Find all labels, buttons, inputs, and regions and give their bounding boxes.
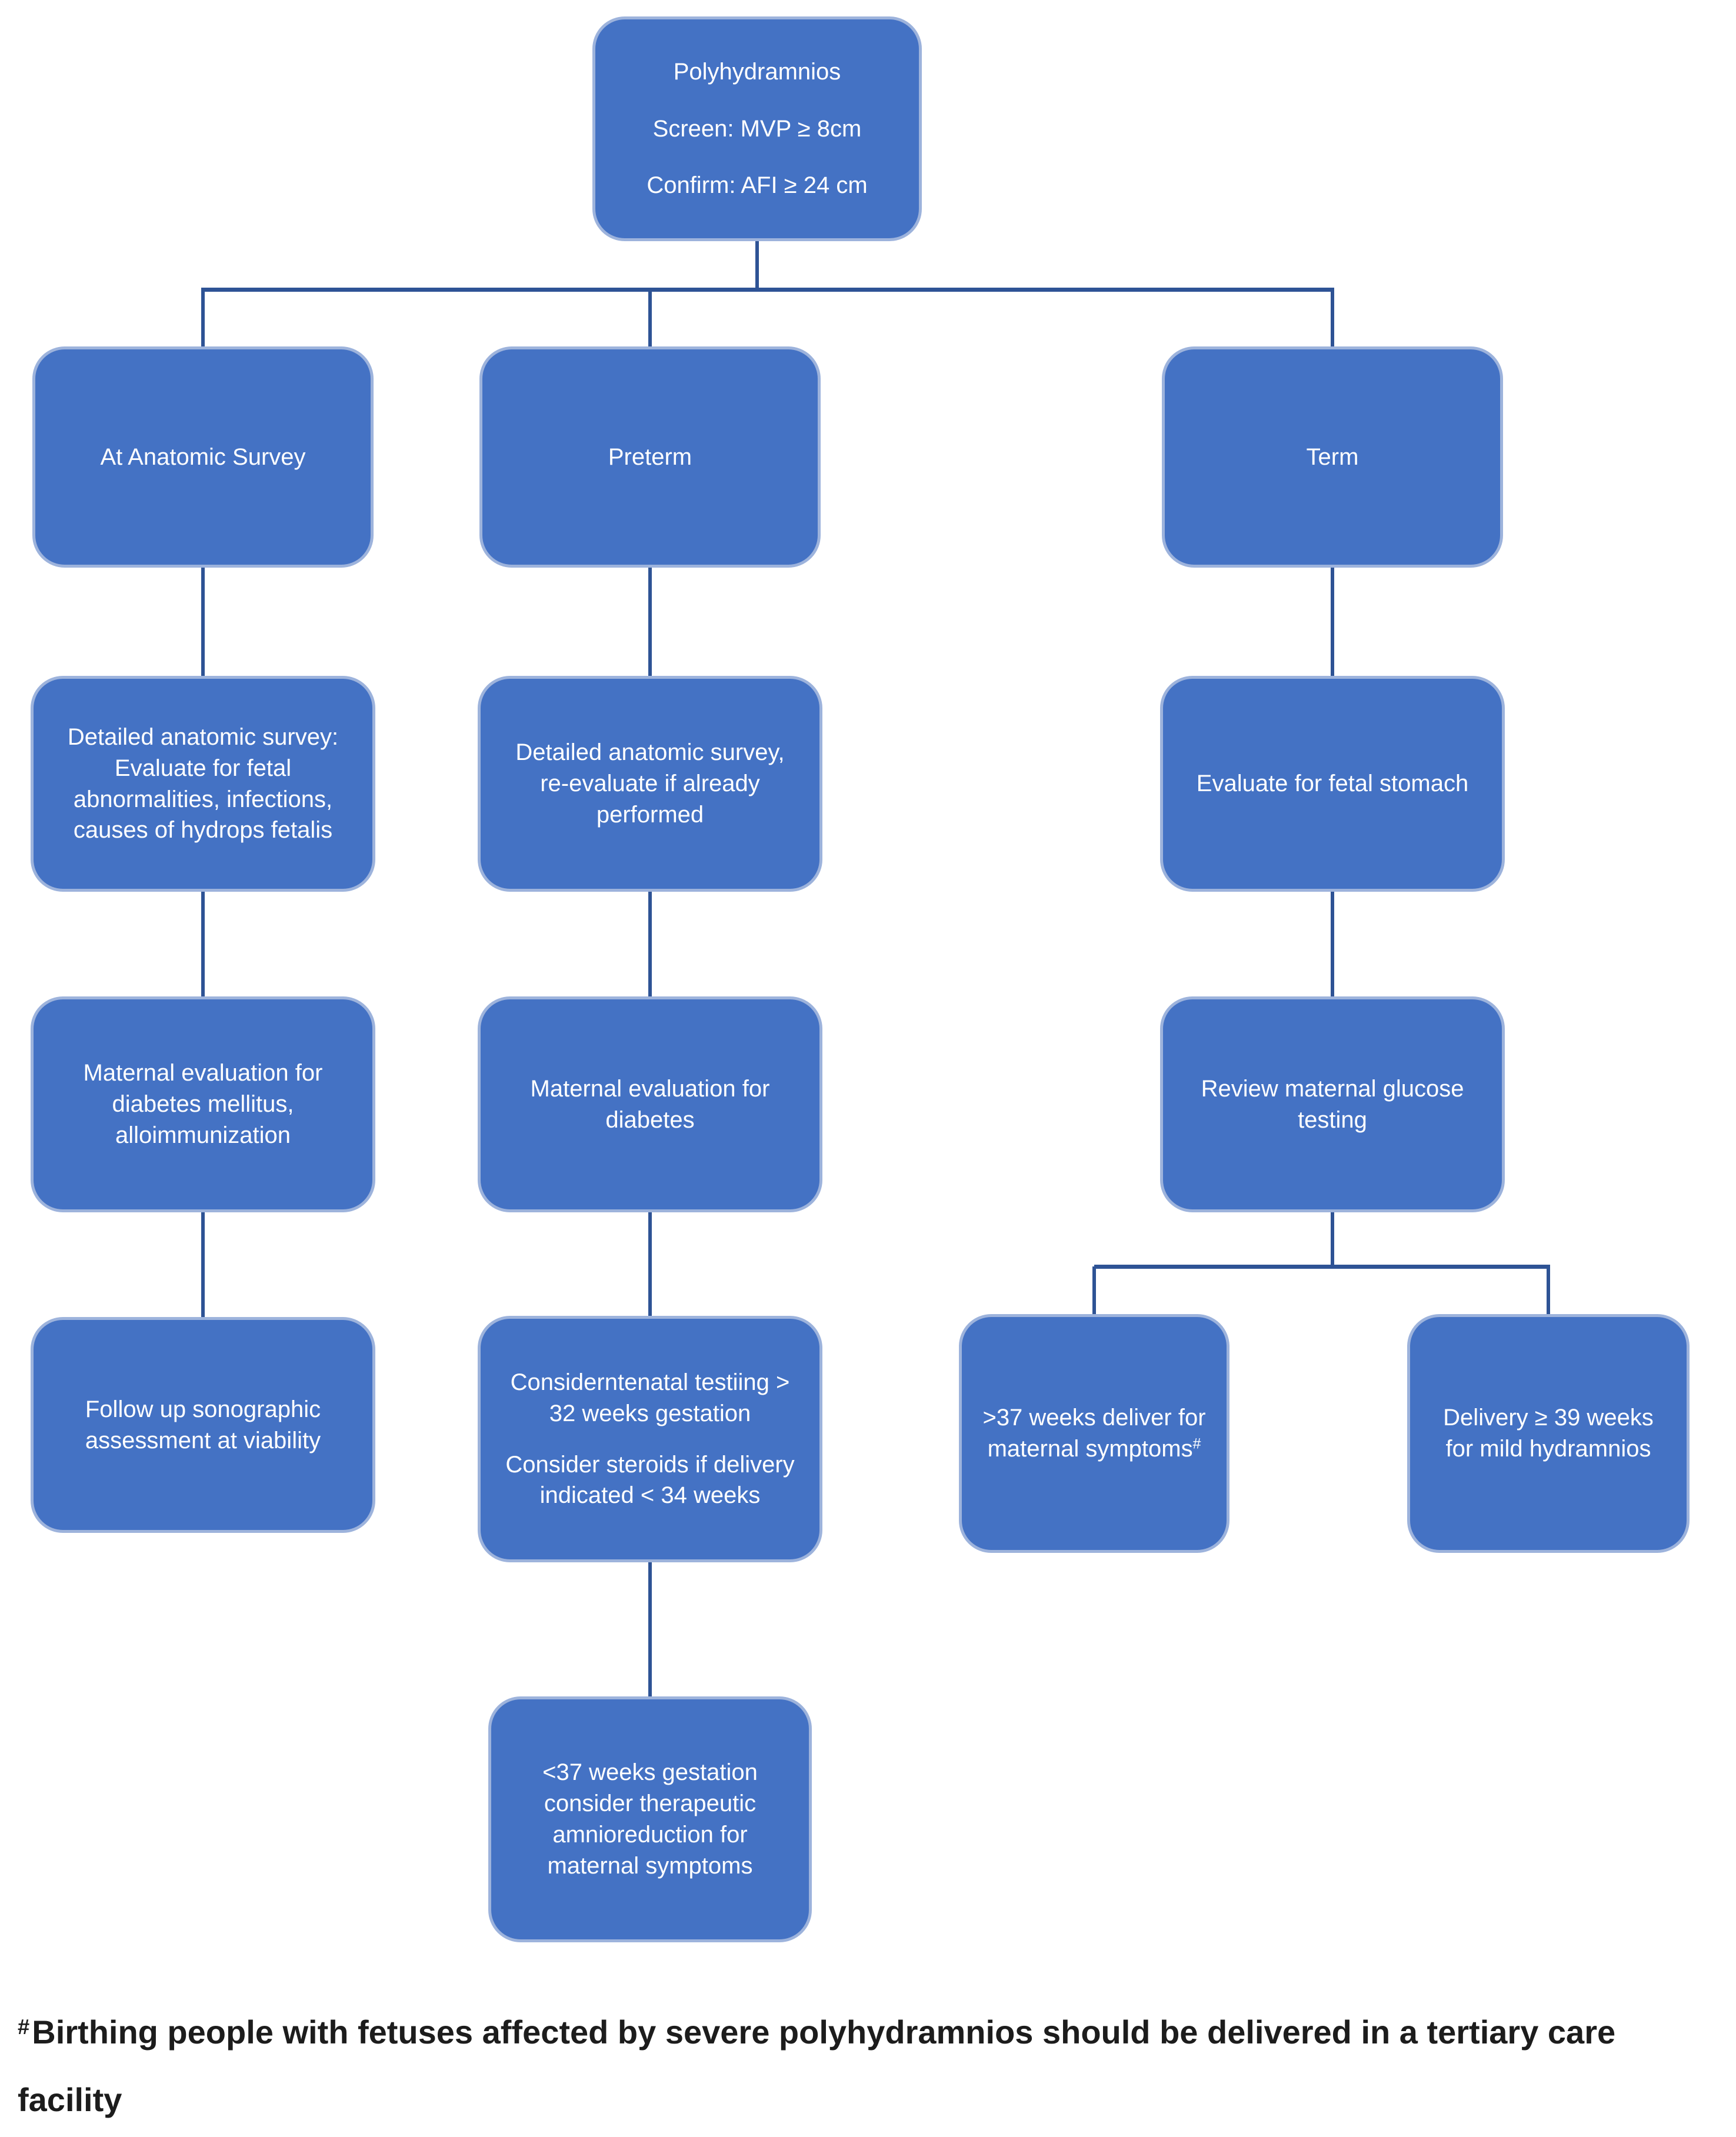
connector-term-stub — [1331, 1212, 1334, 1266]
preterm-antenatal-testing-text: Considerntenatal testiing > 32 weeks ges… — [510, 1369, 790, 1426]
connector-term-1 — [1331, 566, 1334, 676]
term-delivery-39-weeks-text: Delivery ≥ 39 weeks for mild hydramnios — [1443, 1405, 1654, 1462]
root-title: Polyhydramnios — [673, 58, 841, 85]
anatomic-maternal-evaluation-text: Maternal evaluation for diabetes mellitu… — [83, 1060, 323, 1148]
preterm-amnioreduction-text: <37 weeks gestation consider therapeutic… — [542, 1759, 758, 1879]
node-polyhydramnios: Polyhydramnios Screen: MVP ≥ 8cm Confirm… — [592, 16, 922, 241]
footnote-marker: # — [18, 2014, 30, 2039]
connector-drop-anatomic — [201, 289, 205, 346]
connector-preterm-1 — [648, 566, 652, 676]
connector-preterm-2 — [648, 892, 652, 996]
node-preterm-detailed-survey: Detailed anatomic survey, re-evaluate if… — [478, 676, 822, 892]
root-screen-criterion: Screen: MVP ≥ 8cm — [652, 115, 862, 142]
anatomic-header-label: At Anatomic Survey — [100, 444, 306, 470]
connector-branch-line-term — [1094, 1265, 1550, 1269]
node-term-glucose-testing: Review maternal glucose testing — [1160, 996, 1505, 1212]
term-glucose-testing-text: Review maternal glucose testing — [1201, 1075, 1464, 1133]
term-deliver-37-weeks-text: >37 weeks deliver for maternal symptoms — [982, 1405, 1206, 1462]
preterm-header-label: Preterm — [608, 444, 692, 470]
connector-term-2 — [1331, 892, 1334, 996]
node-preterm-maternal-evaluation: Maternal evaluation for diabetes — [478, 996, 822, 1212]
connector-root-stem — [755, 240, 759, 291]
connector-anatomic-3 — [201, 1212, 205, 1317]
node-at-anatomic-survey: At Anatomic Survey — [32, 346, 374, 568]
footnote: #Birthing people with fetuses affected b… — [18, 1999, 1724, 2134]
node-term: Term — [1162, 346, 1503, 568]
connector-drop-term — [1331, 289, 1334, 346]
preterm-steroids-text: Consider steroids if delivery indicated … — [505, 1451, 795, 1509]
node-anatomic-detailed-survey: Detailed anatomic survey: Evaluate for f… — [31, 676, 375, 892]
anatomic-detailed-survey-text: Detailed anatomic survey: Evaluate for f… — [67, 724, 339, 844]
term-fetal-stomach-text: Evaluate for fetal stomach — [1196, 771, 1469, 797]
connector-drop-term-left — [1092, 1266, 1096, 1314]
node-preterm-amnioreduction: <37 weeks gestation consider therapeutic… — [488, 1696, 812, 1942]
connector-preterm-3 — [648, 1212, 652, 1317]
connector-drop-term-right — [1547, 1266, 1550, 1314]
anatomic-followup-text: Follow up sonographic assessment at viab… — [85, 1396, 321, 1453]
connector-drop-preterm — [648, 289, 652, 346]
connector-anatomic-1 — [201, 566, 205, 676]
node-anatomic-maternal-evaluation: Maternal evaluation for diabetes mellitu… — [31, 996, 375, 1212]
footnote-text: Birthing people with fetuses affected by… — [18, 2013, 1616, 2118]
node-term-delivery-39-weeks: Delivery ≥ 39 weeks for mild hydramnios — [1407, 1314, 1690, 1553]
preterm-detailed-survey-text: Detailed anatomic survey, re-evaluate if… — [515, 739, 785, 828]
node-term-fetal-stomach: Evaluate for fetal stomach — [1160, 676, 1505, 892]
node-preterm: Preterm — [479, 346, 821, 568]
node-anatomic-followup: Follow up sonographic assessment at viab… — [31, 1317, 375, 1533]
footnote-reference-marker: # — [1192, 1436, 1201, 1452]
term-header-label: Term — [1306, 444, 1359, 470]
root-confirm-criterion: Confirm: AFI ≥ 24 cm — [647, 172, 868, 199]
connector-branch-line-top — [201, 288, 1334, 292]
node-term-deliver-37-weeks: >37 weeks deliver for maternal symptoms# — [959, 1314, 1229, 1553]
preterm-maternal-evaluation-text: Maternal evaluation for diabetes — [530, 1075, 770, 1133]
node-preterm-antenatal-testing: Considerntenatal testiing > 32 weeks ges… — [478, 1316, 822, 1562]
connector-anatomic-2 — [201, 892, 205, 996]
connector-preterm-4 — [648, 1562, 652, 1696]
